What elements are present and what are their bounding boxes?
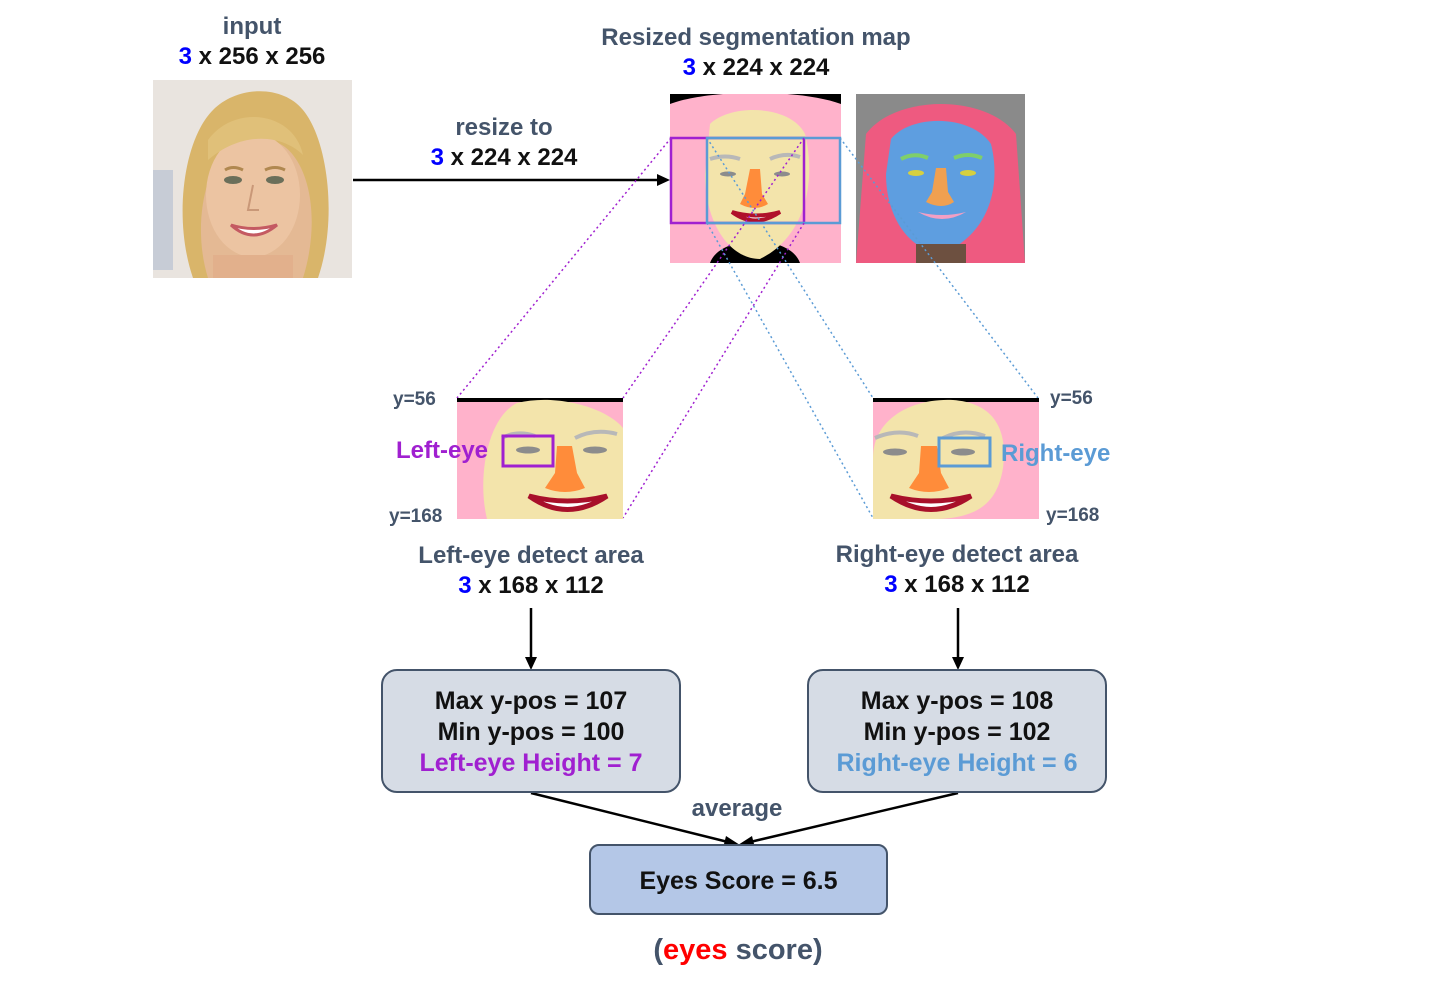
average-label: average [691,795,783,822]
eyes-score-box: Eyes Score = 6.5 [589,844,888,915]
left-eye-box [501,434,555,468]
caption-highlight: eyes [663,934,728,966]
right-projection-line-1 [839,137,1039,399]
right-average-arrow [749,791,959,844]
right-area-title: Right-eye detect area [835,541,1079,568]
overlay-face-image [856,94,1025,263]
input-channels: 3 [178,43,192,70]
resize-title: resize to [455,114,553,141]
input-title: input [222,13,282,40]
segmap-dims: 3 x 224 x 224 [682,54,830,81]
right-eye-box [937,436,992,468]
right-projection-line-3 [706,137,874,399]
right-y-top: y=56 [1050,388,1093,409]
left-crop-box [669,136,806,225]
right-area-dims: 3 x 168 x 112 [884,571,1030,598]
left-min-ypos: Min y-pos = 100 [437,718,625,746]
right-crop-box [705,136,842,225]
left-projection-line-2 [622,137,805,399]
left-max-ypos: Max y-pos = 107 [434,687,628,715]
resize-dims: 3 x 224 x 224 [430,144,578,171]
input-face-photo [153,80,352,278]
right-eye-result-box: Max y-pos = 108 Min y-pos = 102 Right-ey… [807,669,1107,793]
eyes-score-text: Eyes Score = 6.5 [639,867,838,895]
left-average-arrow [530,791,729,844]
input-dims: 3 x 256 x 256 [178,43,326,70]
left-projection-line-1 [456,137,672,399]
left-eye-height: Left-eye Height = 7 [419,749,643,777]
left-y-bottom: y=168 [389,506,443,527]
left-eye-crop-image [457,398,623,519]
left-projection-line-3 [622,222,805,519]
left-area-dims: 3 x 168 x 112 [458,572,604,599]
right-eye-crop-image [873,398,1039,519]
right-min-ypos: Min y-pos = 102 [863,718,1051,746]
left-eye-result-box: Max y-pos = 107 Min y-pos = 100 Left-eye… [381,669,681,793]
segmap-title: Resized segmentation map [601,24,911,51]
left-area-title: Left-eye detect area [418,542,644,569]
right-eye-height: Right-eye Height = 6 [836,749,1078,777]
right-max-ypos: Max y-pos = 108 [860,687,1054,715]
right-eye-label: Right-eye [1001,440,1111,467]
left-eye-label: Left-eye [396,437,489,464]
caption: (eyes score) [653,934,823,966]
right-y-bottom: y=168 [1046,505,1100,526]
right-projection-line-2 [706,222,874,519]
resize-arrow-head [657,174,670,186]
left-y-top: y=56 [393,389,436,410]
